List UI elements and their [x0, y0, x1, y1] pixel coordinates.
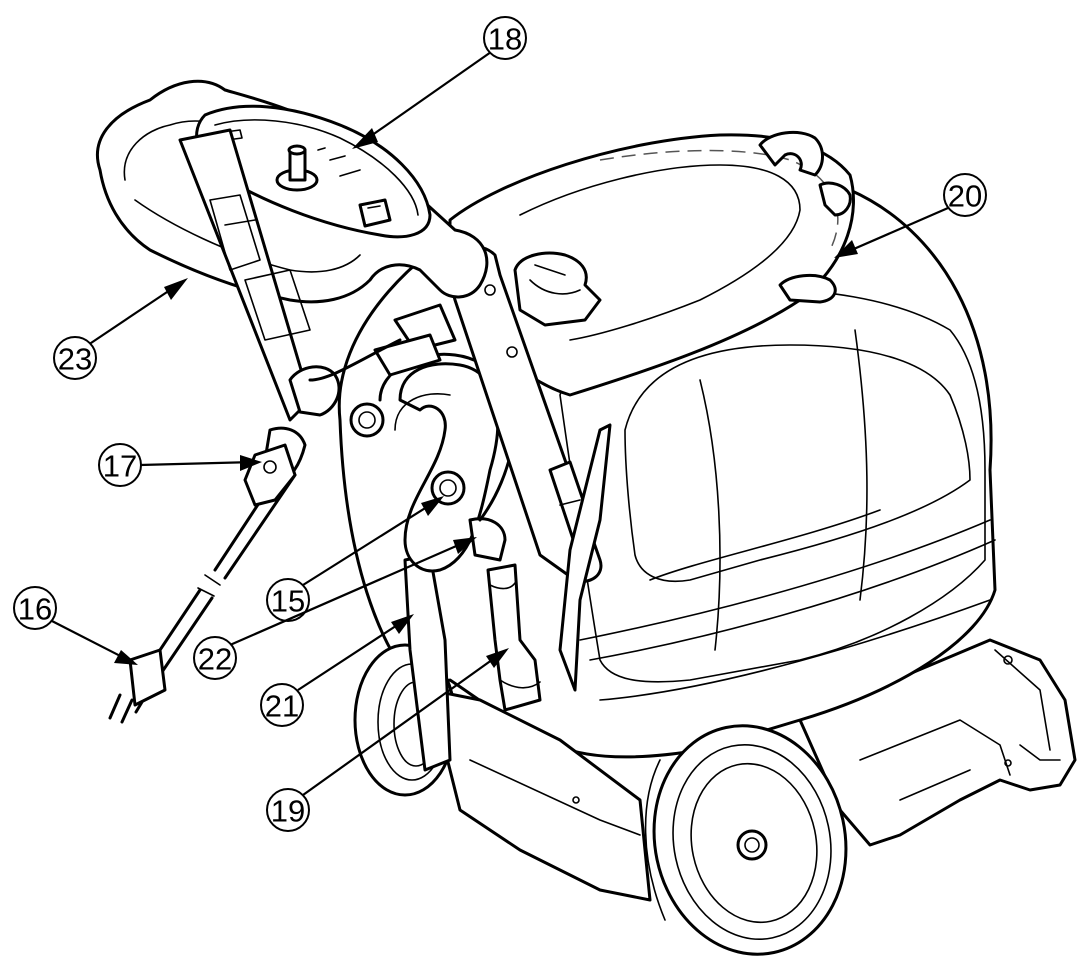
callout-21: 21 [260, 614, 414, 727]
callout-22: 22 [193, 537, 477, 680]
callout-label-19: 19 [271, 794, 305, 829]
lower-housing [428, 688, 652, 902]
callout-18: 18 [352, 16, 527, 149]
callout-label-16: 16 [18, 592, 52, 627]
part-18 [275, 144, 319, 192]
callout-23: 23 [53, 278, 188, 380]
callouts: 18 20 23 17 16 [13, 16, 987, 832]
callout-17: 17 [98, 443, 262, 487]
part-16 [108, 648, 167, 724]
top-tank [448, 130, 855, 397]
callout-label-22: 22 [198, 642, 232, 677]
callout-20: 20 [834, 173, 987, 258]
wheel-front [644, 724, 848, 956]
control-handle [95, 79, 489, 482]
callout-label-20: 20 [948, 179, 982, 214]
callout-label-21: 21 [265, 689, 299, 724]
part-17 [243, 443, 297, 507]
callout-15: 15 [266, 496, 444, 622]
handle-mast [373, 244, 612, 692]
callout-label-23: 23 [58, 342, 92, 377]
power-cord [108, 443, 297, 724]
machine-illustration [95, 79, 1077, 956]
callout-label-18: 18 [488, 22, 522, 57]
part-20 [778, 273, 837, 304]
callout-label-15: 15 [271, 584, 305, 619]
part-15 [430, 470, 466, 506]
callout-label-17: 17 [103, 449, 137, 484]
callout-19: 19 [266, 648, 509, 832]
hoses [349, 352, 542, 772]
part-22 [468, 517, 507, 562]
callout-16: 16 [13, 586, 138, 665]
